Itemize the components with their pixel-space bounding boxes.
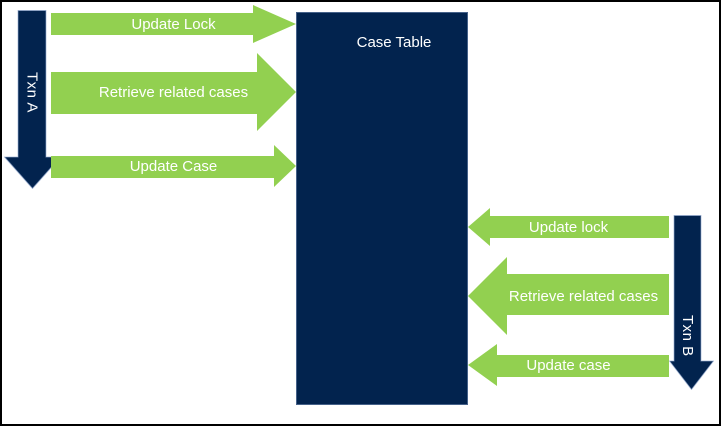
arrow-update-case-b-label: Update case [526, 357, 611, 374]
arrow-retrieve-related-cases-a-label: Retrieve related cases [98, 84, 249, 101]
arrow-head-left-icon [468, 208, 490, 246]
arrow-shaft [490, 216, 669, 238]
arrow-update-case-a-label: Update Case [129, 157, 218, 175]
arrow-update-lock-a: Update Lock [51, 5, 296, 43]
arrow-head-left-icon [468, 257, 507, 335]
case-table-box: Case Table [296, 12, 468, 405]
arrow-update-case-b: Update case [468, 344, 669, 387]
arrow-head-right-icon [253, 5, 296, 43]
arrow-retrieve-related-cases-b-label: Retrieve related cases [508, 287, 659, 305]
txn-a-label: Txn A [23, 71, 41, 113]
txn-a-arrow [4, 10, 61, 189]
arrow-head-right-icon [274, 145, 296, 187]
txn-b-arrow-shape [669, 215, 714, 390]
arrow-shaft [507, 274, 669, 315]
txn-a-arrow-shape [4, 10, 61, 189]
arrow-shaft [497, 355, 669, 377]
arrow-update-lock-a-label: Update Lock [131, 15, 216, 33]
arrow-update-case-a: Update Case [51, 145, 296, 187]
arrow-retrieve-related-cases-a: Retrieve related cases [51, 53, 296, 132]
arrow-update-lock-b: Update lock [468, 208, 669, 246]
arrow-shaft [51, 13, 253, 35]
arrow-update-lock-b-label: Update lock [528, 218, 609, 236]
arrow-shaft [51, 72, 257, 114]
arrow-retrieve-related-cases-b: Retrieve related cases [468, 257, 669, 335]
arrow-head-right-icon [257, 53, 296, 131]
txn-b-label: Txn B [679, 315, 696, 357]
case-table-label: Case Table [356, 34, 432, 51]
arrow-head-left-icon [468, 344, 497, 386]
arrow-shaft [51, 156, 274, 178]
txn-b-arrow [669, 215, 714, 390]
